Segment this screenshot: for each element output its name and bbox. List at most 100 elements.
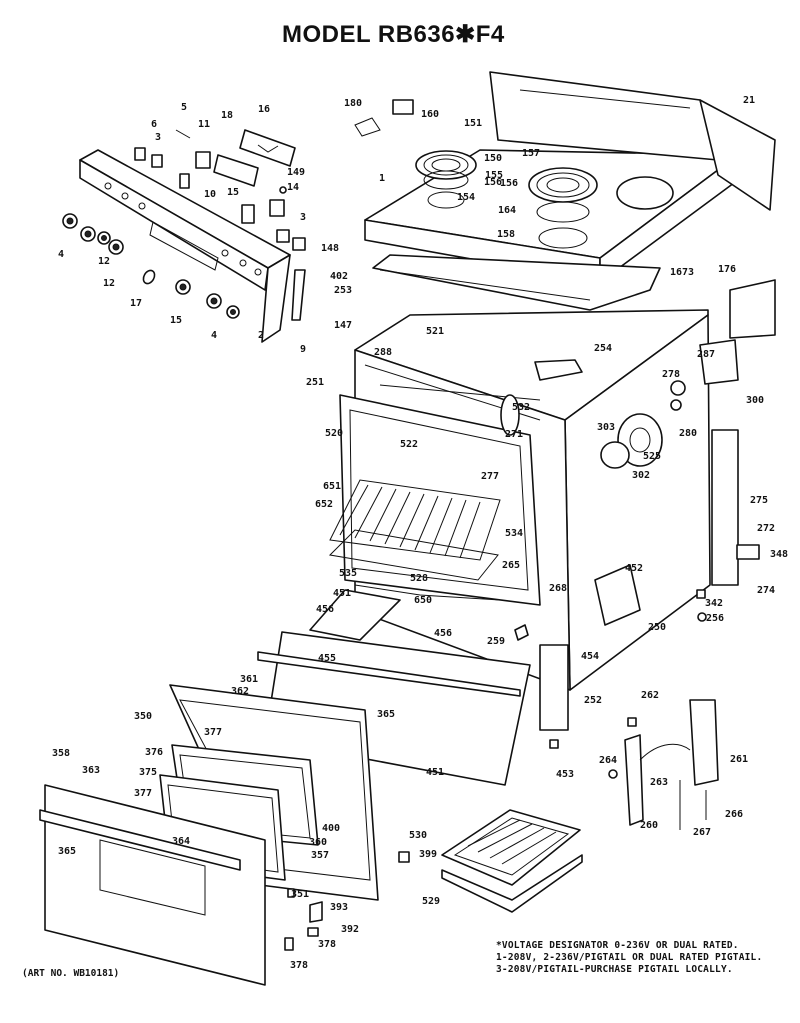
callout-160: 160: [421, 109, 439, 120]
callout-393: 393: [330, 902, 348, 913]
callout-9: 9: [300, 344, 306, 355]
callout-376: 376: [145, 747, 163, 758]
callout-5: 5: [181, 102, 187, 113]
callout-261: 261: [730, 754, 748, 765]
footnote-line-1: *VOLTAGE DESIGNATOR 0-236V OR DUAL RATED…: [496, 940, 739, 951]
callout-278: 278: [662, 369, 680, 380]
callout-363: 363: [82, 765, 100, 776]
callout-156: 156: [500, 178, 518, 189]
callout-650: 650: [414, 595, 432, 606]
footnote-line-2: 1-208V, 2-236V/PIGTAIL OR DUAL RATED PIG…: [496, 952, 763, 963]
callout-180: 180: [344, 98, 362, 109]
callout-365: 365: [377, 709, 395, 720]
callout-365: 365: [58, 846, 76, 857]
callout-378: 378: [290, 960, 308, 971]
callout-4: 4: [58, 249, 64, 260]
callout-264: 264: [599, 755, 617, 766]
callout-303: 303: [597, 422, 615, 433]
callout-300: 300: [746, 395, 764, 406]
callout-280: 280: [679, 428, 697, 439]
callout-455: 455: [318, 653, 336, 664]
callout-274: 274: [757, 585, 775, 596]
callout-342: 342: [705, 598, 723, 609]
callout-652: 652: [315, 499, 333, 510]
callout-158: 158: [497, 229, 515, 240]
callout-456: 456: [434, 628, 452, 639]
callout-259: 259: [487, 636, 505, 647]
callout-451: 451: [333, 588, 351, 599]
art-number: (ART NO. WB10181): [22, 968, 120, 979]
callout-1673: 1673: [670, 267, 694, 278]
callout-520: 520: [325, 428, 343, 439]
callout-262: 262: [641, 690, 659, 701]
callout-275: 275: [750, 495, 768, 506]
callout-1: 1: [379, 173, 385, 184]
callout-265: 265: [502, 560, 520, 571]
callout-12: 12: [103, 278, 115, 289]
callout-522: 522: [400, 439, 418, 450]
callout-3: 3: [155, 132, 161, 143]
callout-266: 266: [725, 809, 743, 820]
callout-176: 176: [718, 264, 736, 275]
callout-277: 277: [481, 471, 499, 482]
callout-2: 2: [258, 330, 264, 341]
callout-456: 456: [316, 604, 334, 615]
callout-15: 15: [227, 187, 239, 198]
callout-10: 10: [204, 189, 216, 200]
callout-272: 272: [757, 523, 775, 534]
callout-263: 263: [650, 777, 668, 788]
callout-6: 6: [151, 119, 157, 130]
callout-288: 288: [374, 347, 392, 358]
callout-377: 377: [134, 788, 152, 799]
callout-147: 147: [334, 320, 352, 331]
callout-525: 525: [643, 451, 661, 462]
callout-267: 267: [693, 827, 711, 838]
callout-452: 452: [625, 563, 643, 574]
callout-402: 402: [330, 271, 348, 282]
callout-12: 12: [98, 256, 110, 267]
callout-399: 399: [419, 849, 437, 860]
callout-350: 350: [134, 711, 152, 722]
callout-528: 528: [410, 573, 428, 584]
callout-18: 18: [221, 110, 233, 121]
callout-535: 535: [339, 568, 357, 579]
callout-17: 17: [130, 298, 142, 309]
broiler-pan: [398, 809, 583, 913]
callout-351: 351: [291, 889, 309, 900]
callout-302: 302: [632, 470, 650, 481]
callout-348: 348: [770, 549, 788, 560]
callout-364: 364: [172, 836, 190, 847]
callout-534: 534: [505, 528, 523, 539]
callout-154: 154: [457, 192, 475, 203]
callout-labels: 5631118161801601512111501551561541571561…: [52, 95, 788, 971]
callout-250: 250: [648, 622, 666, 633]
callout-11: 11: [198, 119, 210, 130]
callout-14: 14: [287, 182, 299, 193]
callout-375: 375: [139, 767, 157, 778]
callout-377: 377: [204, 727, 222, 738]
switches: [134, 129, 306, 321]
control-panel: [79, 149, 291, 343]
knobs: [62, 213, 240, 319]
callout-400: 400: [322, 823, 340, 834]
callout-360: 360: [309, 837, 327, 848]
callout-4: 4: [211, 330, 217, 341]
door-hinges: [608, 699, 719, 830]
callout-357: 357: [311, 850, 329, 861]
callout-151: 151: [464, 118, 482, 129]
callout-15: 15: [170, 315, 182, 326]
callout-150: 150: [484, 153, 502, 164]
callout-392: 392: [341, 924, 359, 935]
door-assembly: [39, 589, 531, 986]
callout-378: 378: [318, 939, 336, 950]
callout-358: 358: [52, 748, 70, 759]
callout-254: 254: [594, 343, 612, 354]
callout-271: 271: [505, 429, 523, 440]
callout-454: 454: [581, 651, 599, 662]
callout-651: 651: [323, 481, 341, 492]
callout-252: 252: [584, 695, 602, 706]
callout-451: 451: [426, 767, 444, 778]
callout-530: 530: [409, 830, 427, 841]
callout-256: 256: [706, 613, 724, 624]
